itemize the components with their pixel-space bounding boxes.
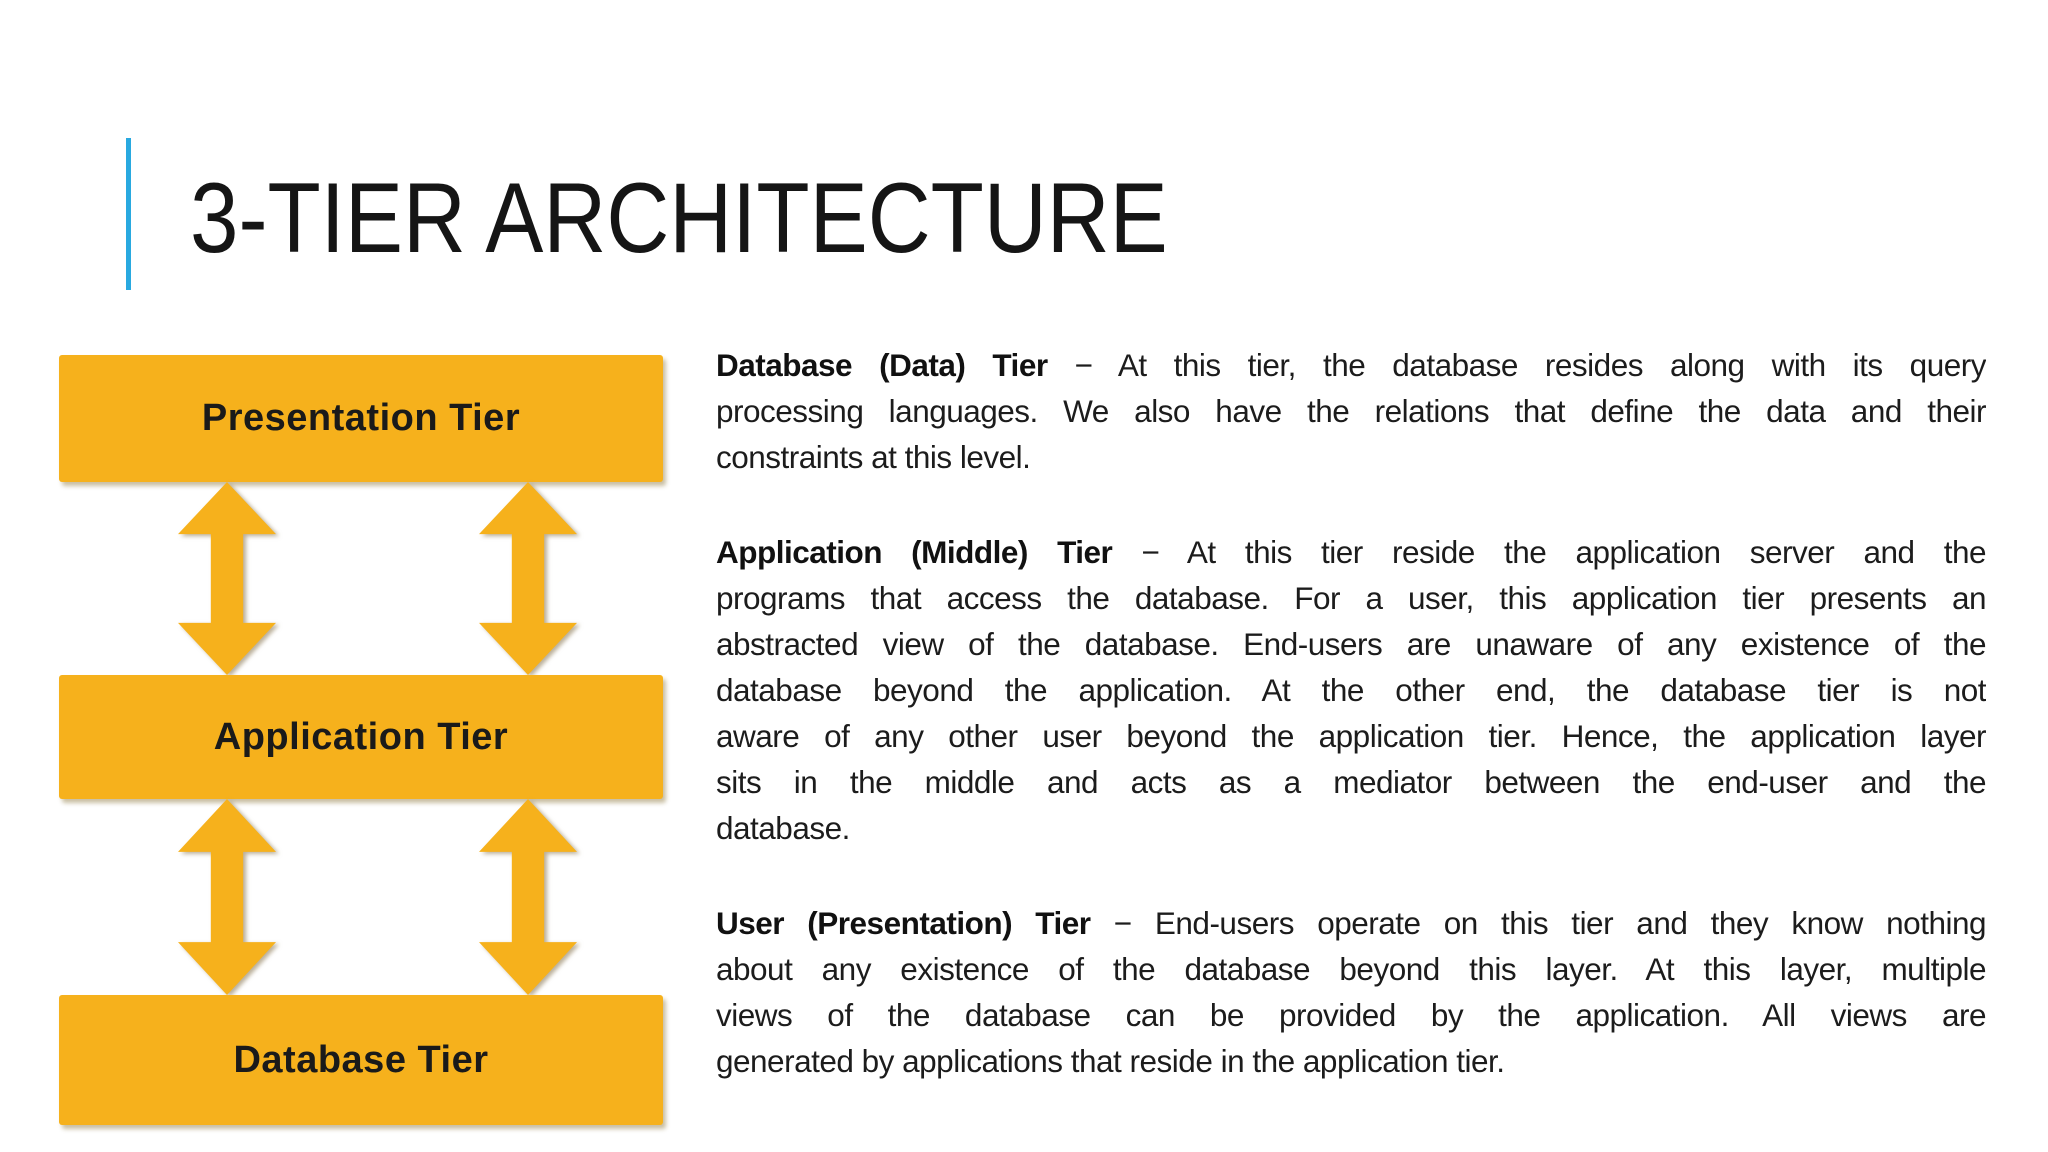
paragraph-heading: Database (Data) Tier — [716, 347, 1048, 383]
tier-box-label: Database Tier — [233, 1038, 489, 1081]
paragraph-line-text: − At this tier, the database resides alo… — [1074, 347, 1986, 383]
paragraph-heading: Application (Middle) Tier — [716, 534, 1113, 570]
double-arrow-shape — [178, 799, 276, 995]
paragraph-line: database beyond the application. At the … — [716, 672, 1986, 708]
paragraph-line: Database (Data) Tier − At this tier, the… — [716, 342, 1986, 388]
paragraph-line: Application (Middle) Tier − At this tier… — [716, 529, 1986, 575]
paragraph-line: views of the database can be provided by… — [716, 997, 1986, 1033]
paragraph-application-tier: Application (Middle) Tier − At this tier… — [716, 529, 1986, 851]
tier-box-database: Database Tier — [59, 995, 663, 1125]
double-arrow-icon — [178, 482, 276, 675]
tier-box-label: Application Tier — [213, 715, 509, 758]
paragraph-line: database. — [716, 810, 850, 846]
paragraph-line: sits in the middle and acts as a mediato… — [716, 764, 1986, 800]
double-arrow-icon — [178, 799, 276, 995]
tier-box-presentation: Presentation Tier — [59, 355, 663, 482]
paragraph-line: about any existence of the database beyo… — [716, 951, 1986, 987]
double-arrow-icon — [479, 482, 577, 675]
paragraph-heading: User (Presentation) Tier — [716, 905, 1091, 941]
paragraph-line: generated by applications that reside in… — [716, 1043, 1505, 1079]
paragraph-line: constraints at this level. — [716, 439, 1031, 475]
paragraph-line: aware of any other user beyond the appli… — [716, 718, 1986, 754]
page-title: 3-TIER ARCHITECTURE — [190, 162, 1168, 273]
paragraph-database-tier: Database (Data) Tier − At this tier, the… — [716, 342, 1986, 480]
paragraph-line: programs that access the database. For a… — [716, 580, 1986, 616]
title-accent-bar — [126, 138, 131, 290]
double-arrow-shape — [479, 799, 577, 995]
paragraph-line-text: − At this tier reside the application se… — [1141, 534, 1986, 570]
paragraph-line-text: − End-users operate on this tier and the… — [1113, 905, 1986, 941]
paragraph-line: abstracted view of the database. End-use… — [716, 626, 1986, 662]
paragraph-user-tier: User (Presentation) Tier − End-users ope… — [716, 900, 1986, 1084]
tier-box-application: Application Tier — [59, 675, 663, 799]
paragraph-line: processing languages. We also have the r… — [716, 393, 1986, 429]
double-arrow-shape — [178, 482, 276, 675]
body-text: Database (Data) Tier − At this tier, the… — [716, 342, 1986, 1084]
double-arrow-icon — [479, 799, 577, 995]
paragraph-line: User (Presentation) Tier − End-users ope… — [716, 900, 1986, 946]
tier-box-label: Presentation Tier — [201, 397, 521, 439]
double-arrow-shape — [479, 482, 577, 675]
